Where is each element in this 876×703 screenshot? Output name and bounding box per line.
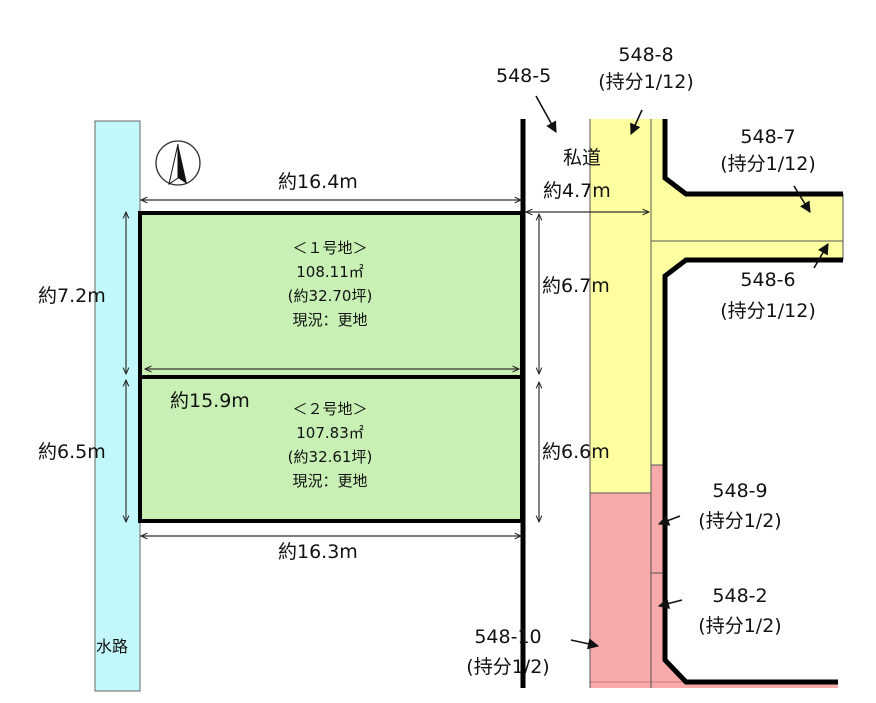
lot-2-status: 現況：更地 [292, 472, 368, 490]
parcel-548-9-id: 548-9 [712, 480, 768, 502]
dim-bottom-width-label: 約16.3m [278, 541, 358, 563]
parcel-548-10-label: 548-10 (持分1/2) [440, 626, 576, 678]
leader-548-5 [535, 95, 557, 133]
parcel-548-8-share: (持分1/12) [598, 71, 694, 93]
leader-548-2 [657, 598, 683, 609]
road-edge-upper [662, 119, 843, 197]
parcel-548-5-id: 548-5 [496, 65, 552, 87]
leader-548-10 [570, 638, 600, 650]
dim-left-lot1-label: 約7.2m [38, 285, 106, 307]
parcel-548-6-id: 548-6 [740, 269, 796, 291]
parcel-548-8-id: 548-8 [618, 44, 674, 66]
lot-1-info: ＜１号地＞ 108.11㎡ (約32.70坪) 現況：更地 [250, 236, 410, 332]
dim-road-width-label: 約4.7m [543, 180, 611, 202]
parcel-548-2-share: (持分1/2) [698, 615, 782, 637]
parcel-548-7-share: (持分1/12) [720, 153, 816, 175]
leader-548-7 [793, 185, 811, 213]
private-road-yellow [590, 119, 651, 493]
waterway [94, 120, 141, 692]
parcel-548-9-share: (持分1/2) [698, 510, 782, 532]
lot-2-info: ＜２号地＞ 107.83㎡ (約32.61坪) 現況：更地 [250, 397, 410, 493]
leader-548-9 [657, 515, 681, 526]
lot-2-tsubo: (約32.61坪) [287, 448, 373, 466]
parcel-548-7-id: 548-7 [740, 126, 796, 148]
waterway-label: 水路 [96, 637, 129, 656]
dim-right-lot1-label: 約6.7m [542, 275, 610, 297]
north-arrow-icon [155, 140, 201, 186]
lot-1-area: 108.11㎡ [296, 263, 364, 281]
lot-1 [138, 211, 524, 379]
road-branch-yellow [651, 119, 843, 493]
parcel-548-8-label: 548-8 (持分1/12) [578, 44, 714, 93]
parcel-548-10-share: (持分1/2) [466, 656, 550, 678]
road-edge-lower [662, 257, 843, 685]
parcel-548-2-label: 548-2 (持分1/2) [672, 585, 808, 637]
parcel-548-6-label: 548-6 (持分1/12) [700, 269, 836, 322]
dim-left-lot2-label: 約6.5m [38, 441, 106, 463]
leader-548-8 [630, 109, 643, 136]
lot-1-name: ＜１号地＞ [292, 239, 368, 257]
dim-mid-width-label: 約15.9m [170, 390, 250, 412]
private-road-label: 私道 [563, 147, 602, 169]
dim-right-lot2-label: 約6.6m [542, 441, 610, 463]
lot-2-name: ＜２号地＞ [292, 400, 368, 418]
parcel-548-7-label: 548-7 (持分1/12) [700, 126, 836, 175]
dim-top-width-label: 約16.4m [278, 171, 358, 193]
lot-2 [138, 375, 524, 523]
lot-1-status: 現況：更地 [292, 311, 368, 329]
lot-2-area: 107.83㎡ [296, 424, 364, 442]
leader-548-6 [813, 243, 829, 269]
parcel-548-9-label: 548-9 (持分1/2) [672, 480, 808, 532]
parcel-548-2-id: 548-2 [712, 585, 768, 607]
parcel-pink-548-10 [590, 493, 651, 688]
lot-1-tsubo: (約32.70坪) [287, 287, 373, 305]
parcel-548-10-id: 548-10 [474, 626, 542, 648]
parcel-548-6-share: (持分1/12) [720, 300, 816, 322]
